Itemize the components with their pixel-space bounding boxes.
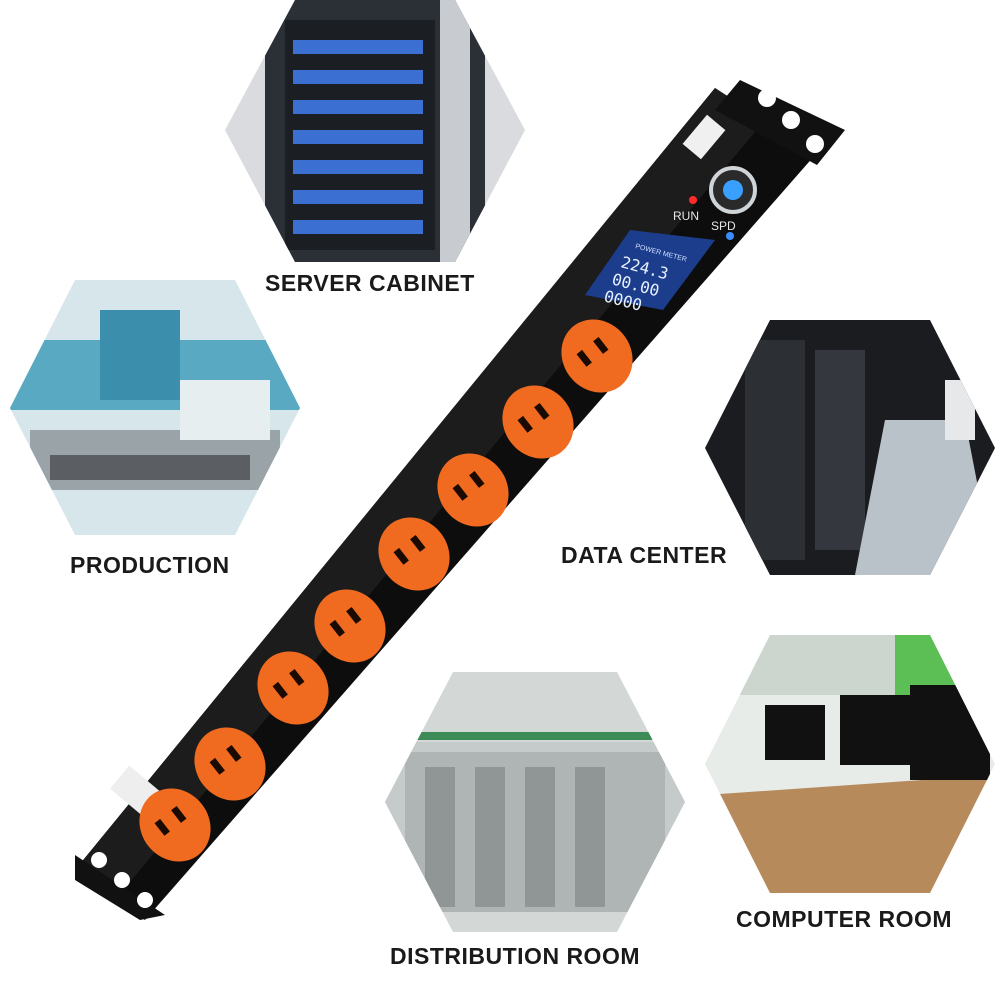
outlet-sockets [139,319,633,862]
run-label: RUN [673,209,699,223]
computer-room-label: COMPUTER ROOM [736,906,953,932]
pdu-power-strip: RUN SPD POWER METER 224.3 00.00 0000 [75,80,845,920]
outlet [257,651,329,725]
spd-label: SPD [711,219,736,233]
spd-indicator-light [726,232,734,240]
power-meter-display [585,230,715,310]
distribution-room-photo [385,672,685,932]
distribution-room-label: DISTRIBUTION ROOM [390,943,640,969]
data-center-photo [705,320,995,575]
data-center-label: DATA CENTER [561,542,728,568]
outlet [139,788,211,862]
server-cabinet-photo [225,0,525,262]
outlet [561,319,633,393]
production-photo [10,280,300,535]
outlet [437,453,509,527]
outlet [502,385,574,459]
run-indicator-light [689,196,697,204]
outlet [314,589,386,663]
server-cabinet-label: SERVER CABINET [265,270,475,296]
outlet [378,517,450,591]
production-label: PRODUCTION [70,552,230,578]
outlet [194,727,266,801]
computer-room-photo [705,635,995,893]
